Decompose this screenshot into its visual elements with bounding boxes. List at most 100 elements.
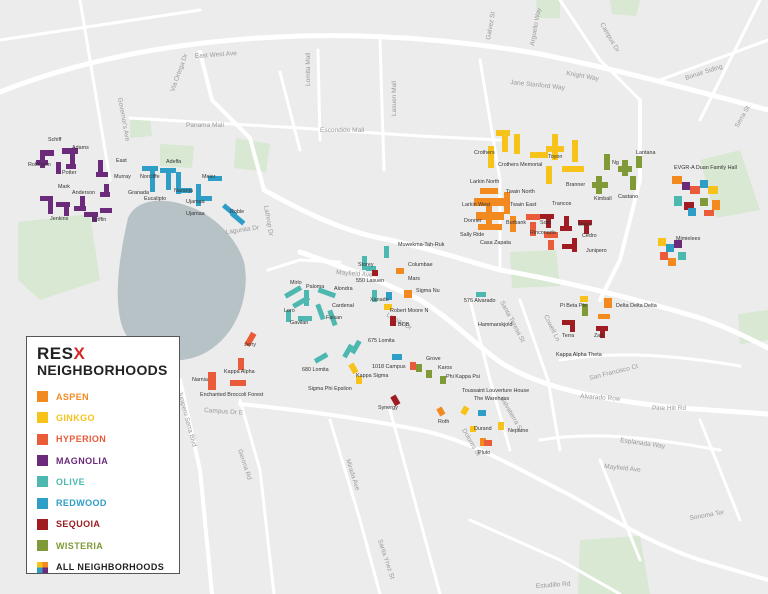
ginkgo-buildings[interactable]: [348, 130, 588, 432]
label-grove: Grove: [426, 356, 441, 362]
legend-swatch: [37, 455, 48, 467]
label-anderson: Anderson: [72, 190, 95, 196]
label-durand: Durand: [474, 426, 492, 432]
label-sigma-nu: Sigma Nu: [416, 288, 440, 294]
label-norcliffe: Norcliffe: [140, 174, 160, 180]
legend-label: MAGNOLIA: [56, 455, 109, 466]
redwood-central-buildings[interactable]: [386, 292, 486, 416]
wisteria-buildings[interactable]: [416, 154, 642, 384]
label-muwekma: Muwekma-Tah-Ruk: [398, 242, 445, 248]
olive-buildings[interactable]: [284, 246, 486, 364]
label-kimball: Kimball: [594, 196, 612, 202]
label-alondra: Alondra: [334, 286, 353, 292]
label-evgr: EVGR-A Duan Family Hall: [674, 165, 737, 171]
legend-item-ginkgo[interactable]: GINKGO: [37, 407, 169, 428]
label-robert-moore: Robert Moore N: [390, 308, 428, 314]
hyperion-buildings[interactable]: [208, 214, 558, 446]
label-toyon: Toyon: [548, 154, 562, 160]
label-sally-ride: Sally Ride: [460, 232, 484, 238]
label-griffin: Griffin: [92, 217, 106, 223]
label-synergy: Synergy: [378, 405, 398, 411]
magnolia-buildings[interactable]: [36, 148, 112, 222]
label-eucalipto: Eucalipto: [144, 196, 166, 202]
street-label: Panama Mall: [186, 122, 224, 129]
aspen-buildings[interactable]: [396, 188, 612, 446]
label-karos: Karos: [438, 365, 452, 371]
label-mimielees: Mimielees: [676, 236, 701, 242]
street-label: Galvez St: [485, 11, 497, 40]
label-castano: Castano: [618, 194, 638, 200]
street-label: East West Ave: [195, 50, 238, 60]
label-terra: Terra: [562, 333, 574, 339]
resx-logo: RESX: [37, 344, 86, 363]
label-granada: Granada: [128, 190, 149, 196]
all-neighborhoods-buildings[interactable]: [658, 176, 720, 266]
label-cardenal: Cardenal: [332, 303, 354, 309]
label-680-lomita: 680 Lomita: [302, 367, 329, 373]
label-ng: Ng: [612, 160, 619, 166]
legend-label: ALL NEIGHBORHOODS: [56, 562, 165, 573]
legend-item-redwood[interactable]: REDWOOD: [37, 492, 169, 513]
street-label: Mayfield Ave: [604, 463, 642, 474]
legend-label: ASPEN: [56, 391, 90, 402]
legend-swatch: [37, 412, 48, 424]
legend-label: SEQUOIA: [56, 519, 101, 530]
label-junipero: Junipero: [586, 248, 607, 254]
label-crothers: Crothers: [474, 150, 495, 156]
street-label: Lasuen Mall: [391, 80, 398, 116]
label-east: East: [116, 158, 127, 164]
label-kappa-alpha: Kappa Alpha: [224, 369, 255, 375]
label-faisan: Faisan: [326, 315, 342, 321]
label-warehaus: The Warehaus: [474, 396, 509, 402]
street-label: Pine Hill Rd: [652, 405, 686, 412]
label-mark: Mark: [58, 184, 70, 190]
legend-item-sequoia[interactable]: SEQUOIA: [37, 514, 169, 535]
street-label: Escondido Mall: [320, 127, 365, 134]
label-meier: Meier: [202, 174, 216, 180]
legend-label: REDWOOD: [56, 498, 107, 509]
legend-title: NEIGHBORHOODS: [37, 362, 168, 378]
label-naranja: Naranja: [174, 188, 193, 194]
label-larkin-north: Larkin North: [470, 179, 499, 185]
label-lantana: Lantana: [636, 150, 656, 156]
street-label: Lomita Mall: [305, 52, 312, 86]
label-jenkins: Jenkins: [50, 216, 69, 222]
legend-swatch: [37, 561, 48, 573]
label-soto: Soto: [540, 220, 551, 226]
label-bob: BOB: [398, 322, 410, 328]
label-ujamaa-2: Ujamaa: [186, 211, 205, 217]
redwood-west-buildings[interactable]: [142, 166, 246, 226]
label-675-lomita: 675 Lomita: [368, 338, 395, 344]
label-larkin-west: Larkin West: [462, 202, 491, 208]
sequoia-buildings[interactable]: [372, 214, 608, 407]
legend-label: OLIVE: [56, 476, 86, 487]
legend-label: WISTERIA: [56, 540, 104, 551]
street-label: Mayfield Ave: [336, 269, 374, 279]
label-pluto: Pluto: [478, 450, 490, 456]
label-1018-campus: 1018 Campus: [372, 364, 406, 370]
legend-item-hyperion[interactable]: HYPERION: [37, 429, 169, 450]
label-kappa-alpha-theta: Kappa Alpha Theta: [556, 352, 602, 358]
label-576-alvarado: 576 Alvarado: [464, 298, 495, 304]
legend-item-aspen[interactable]: ASPEN: [37, 386, 169, 407]
label-otero: Otero: [578, 222, 591, 228]
label-murray: Murray: [114, 174, 131, 180]
legend-item-all-neighborhoods[interactable]: ALL NEIGHBORHOODS: [37, 556, 169, 577]
label-rinconada: Rinconada: [530, 230, 556, 236]
legend-item-magnolia[interactable]: MAGNOLIA: [37, 450, 169, 471]
label-robinson: Robinson: [28, 162, 51, 168]
label-phi-kappa-psi: Phi Kappa Psi: [446, 374, 480, 380]
lake-lagunita: [117, 200, 246, 361]
label-twain-east: Twain East: [510, 202, 537, 208]
label-narnia: Narnia: [192, 377, 208, 383]
legend-swatch: [37, 433, 48, 445]
legend-item-olive[interactable]: OLIVE: [37, 471, 169, 492]
label-gavilan: Gavilan: [290, 320, 308, 326]
label-hammarskjold: Hammarskjold: [478, 322, 512, 328]
label-zap: Zap: [594, 333, 603, 339]
label-cedro: Cedro: [582, 233, 597, 239]
legend-item-wisteria[interactable]: WISTERIA: [37, 535, 169, 556]
legend-swatch: [37, 391, 48, 403]
